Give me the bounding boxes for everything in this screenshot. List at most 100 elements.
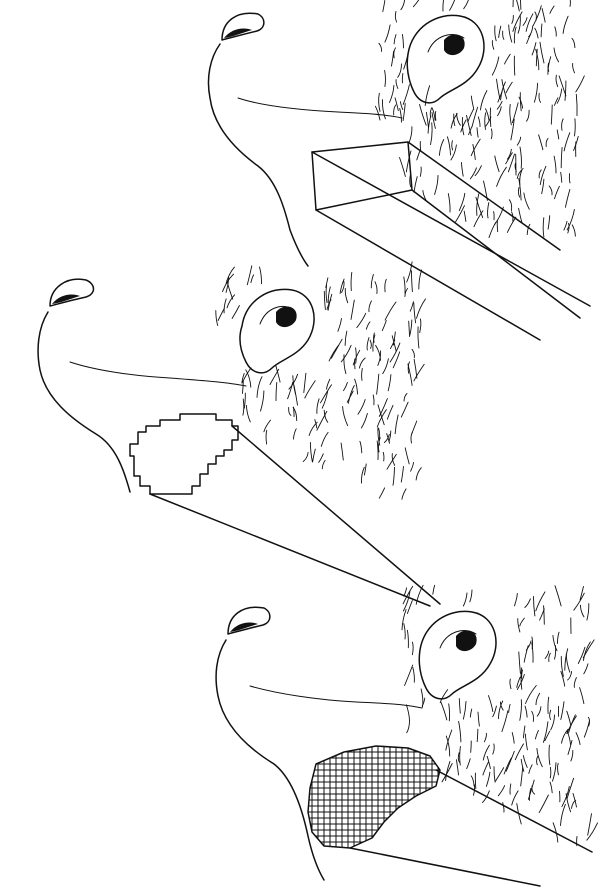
- hair-stroke: [418, 327, 419, 348]
- hair-stroke: [475, 166, 481, 176]
- hair-stroke: [576, 733, 580, 745]
- hair-stroke: [379, 43, 382, 51]
- hair-stroke: [528, 780, 534, 799]
- hair-stroke: [401, 0, 405, 10]
- hair-stroke: [549, 186, 552, 195]
- hair-stroke: [390, 86, 394, 103]
- hair-stroke: [548, 216, 550, 230]
- hair-stroke: [557, 89, 562, 103]
- hair-stroke: [317, 399, 319, 414]
- hair-stroke: [568, 672, 572, 681]
- face-profile: [216, 640, 324, 880]
- hair-stroke: [529, 765, 532, 774]
- hair-stroke: [487, 756, 490, 768]
- hair-stroke: [529, 26, 533, 37]
- hair-stroke: [527, 224, 530, 234]
- hair-stroke: [510, 679, 511, 689]
- hair-stroke: [402, 73, 403, 82]
- hair-stroke: [488, 203, 489, 218]
- hair-stroke: [510, 784, 511, 794]
- nose-tip: [50, 279, 94, 306]
- hair-stroke: [393, 467, 395, 485]
- hair-stroke: [557, 130, 559, 139]
- hair-stroke: [510, 105, 512, 125]
- hair-stroke: [567, 778, 574, 799]
- hair-stroke: [304, 373, 306, 392]
- hair-stroke: [551, 715, 555, 730]
- hair-stroke: [227, 295, 235, 308]
- hair-stroke: [470, 168, 476, 179]
- hair-stroke: [548, 697, 549, 713]
- hair-stroke: [550, 6, 554, 13]
- hair-stroke: [503, 803, 504, 813]
- hair-stroke: [474, 211, 483, 227]
- hair-stroke: [459, 699, 460, 714]
- hair-stroke: [276, 383, 277, 401]
- hair-stroke: [459, 721, 461, 741]
- hair-stroke: [524, 756, 528, 768]
- hair-stroke: [457, 113, 461, 125]
- hair-stroke: [506, 153, 513, 164]
- hair-stroke: [477, 128, 478, 138]
- hair-stroke: [447, 137, 450, 155]
- hair-stroke: [555, 27, 556, 36]
- hair-stroke: [246, 405, 250, 422]
- hair-stroke: [315, 420, 317, 428]
- hair-stroke: [433, 585, 435, 594]
- hair-stroke: [471, 96, 474, 109]
- hair-stroke: [414, 359, 417, 378]
- hair-stroke: [534, 596, 535, 616]
- hair-stroke: [367, 338, 369, 351]
- hair-stroke: [544, 606, 545, 625]
- hair-stroke: [553, 763, 557, 782]
- hair-stroke: [483, 762, 488, 775]
- hair-stroke: [383, 452, 384, 461]
- hair-stroke: [549, 745, 550, 765]
- hair-stroke: [555, 186, 560, 198]
- hair-stroke: [578, 647, 585, 663]
- hair-stroke: [574, 593, 585, 610]
- hair-stroke: [467, 759, 471, 769]
- hair-stroke: [343, 407, 348, 426]
- hair-stroke: [564, 133, 570, 151]
- hair-stroke: [584, 721, 589, 737]
- hair-stroke: [509, 25, 512, 42]
- hair-stroke: [327, 300, 331, 310]
- hair-stroke: [509, 200, 511, 211]
- hair-stroke: [527, 110, 530, 121]
- hair-stroke: [416, 468, 421, 480]
- panel-3: [216, 585, 597, 886]
- hair-stroke: [400, 102, 402, 110]
- hair-stroke: [388, 375, 391, 391]
- hair-stroke: [305, 381, 315, 398]
- hair-stroke: [567, 716, 577, 734]
- hair-stroke: [556, 75, 558, 86]
- hair-stroke: [387, 405, 393, 419]
- hair-stroke: [462, 163, 464, 177]
- hair-stroke: [420, 104, 427, 125]
- hair-stroke: [478, 712, 479, 726]
- panel-1: [208, 0, 590, 340]
- hair-stroke: [347, 391, 353, 402]
- hair-stroke: [494, 767, 495, 783]
- hair-stroke: [525, 734, 527, 750]
- hair-stroke: [431, 123, 433, 145]
- hair-stroke: [492, 41, 493, 50]
- hair-stroke: [573, 64, 575, 73]
- hair-stroke: [515, 744, 523, 760]
- hair-stroke: [514, 0, 520, 11]
- hair-stroke: [377, 441, 378, 460]
- hair-stroke: [494, 207, 503, 225]
- hair-stroke: [483, 745, 489, 760]
- hair-stroke: [464, 0, 470, 9]
- hair-stroke: [439, 140, 443, 156]
- hair-stroke: [575, 119, 576, 136]
- hair-stroke: [448, 194, 450, 212]
- hair-stroke: [495, 26, 496, 41]
- hair-stroke: [379, 93, 380, 111]
- hair-stroke: [576, 76, 585, 92]
- hair-stroke: [532, 43, 536, 55]
- hair-stroke: [403, 85, 409, 105]
- hair-stroke: [561, 702, 564, 720]
- hair-stroke: [463, 702, 466, 720]
